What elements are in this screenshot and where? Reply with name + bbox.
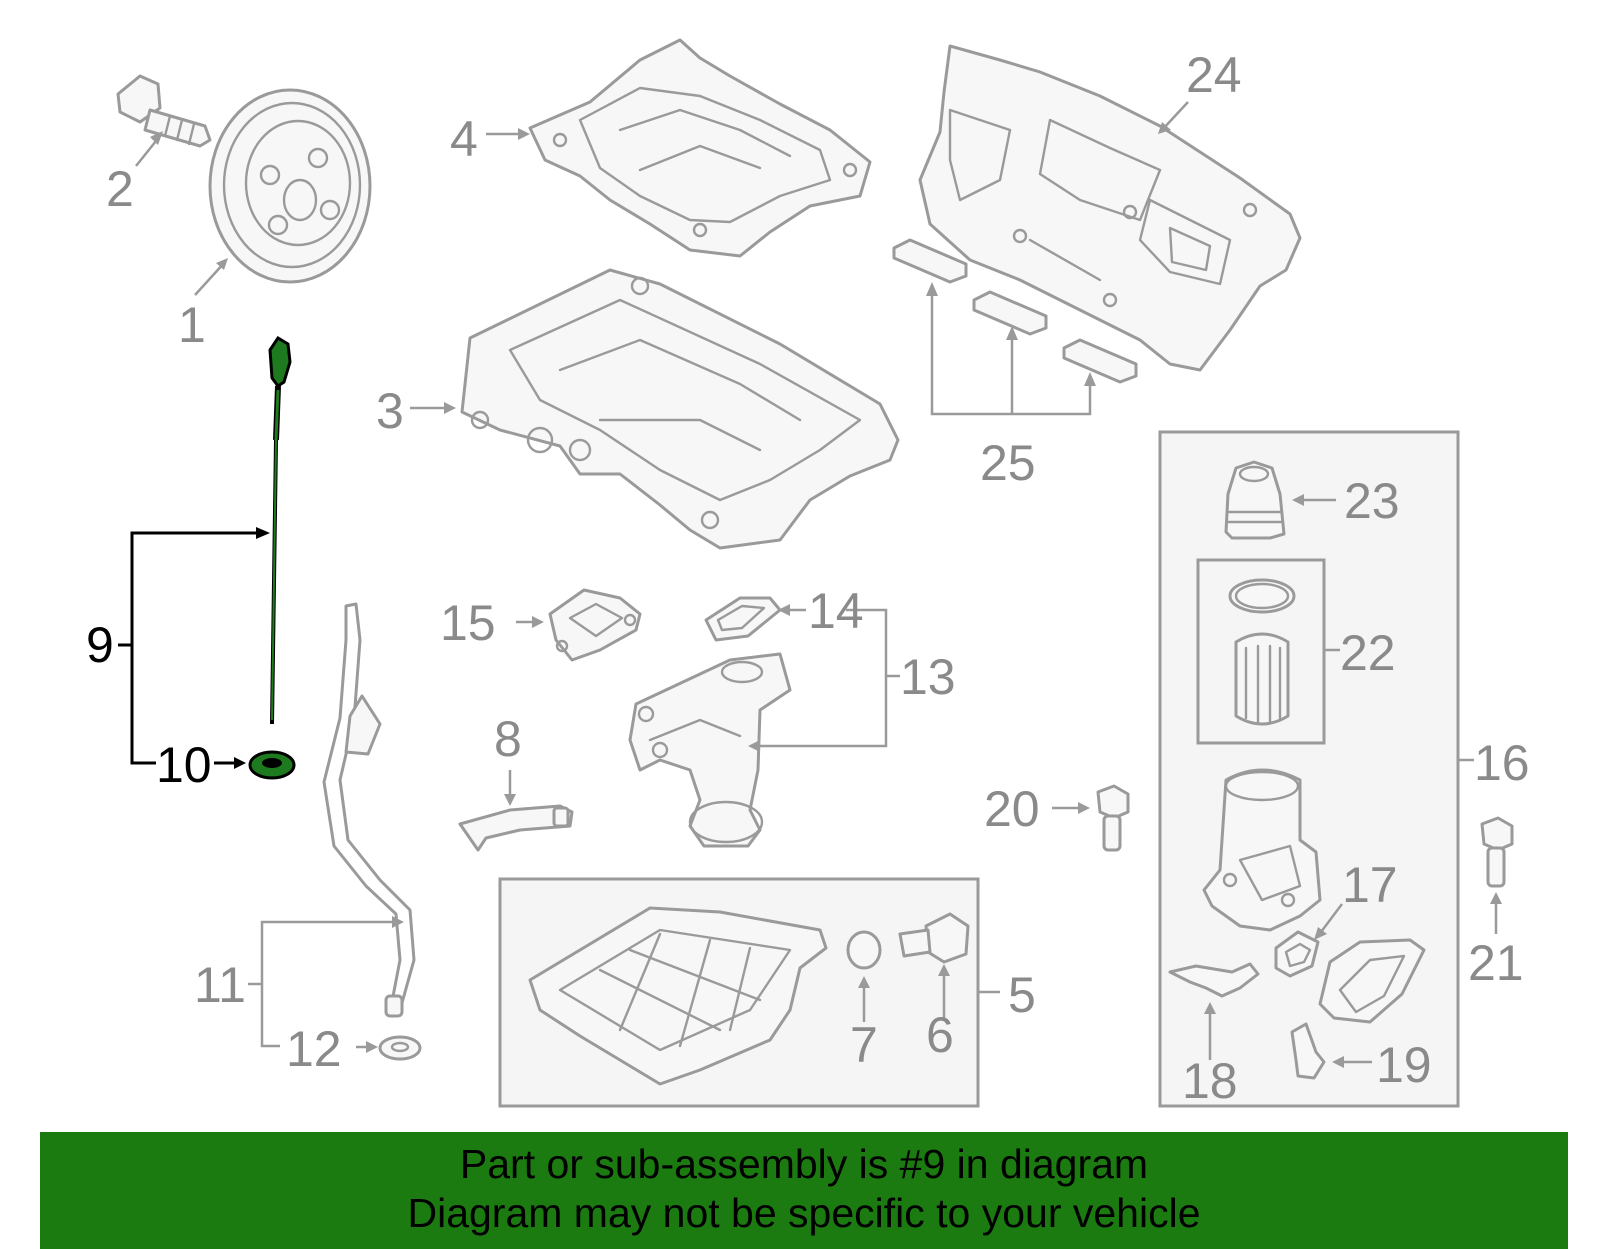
banner-line-disclaimer: Diagram may not be specific to your vehi… xyxy=(407,1190,1201,1236)
part-10-seal[interactable] xyxy=(248,750,296,780)
callout-6: 6 xyxy=(926,1007,954,1063)
callout-16: 16 xyxy=(1474,735,1530,791)
part-screen-cover xyxy=(1318,938,1426,1024)
callout-8: 8 xyxy=(494,711,522,767)
part-6-drain-plug[interactable] xyxy=(898,912,970,964)
callout-18: 18 xyxy=(1182,1053,1238,1109)
callout-17: 17 xyxy=(1342,857,1398,913)
callout-7: 7 xyxy=(850,1017,878,1073)
callout-15: 15 xyxy=(440,595,496,651)
group-box-16 xyxy=(1158,430,1460,1108)
callout-12: 12 xyxy=(286,1021,342,1077)
callout-3: 3 xyxy=(376,383,404,439)
callout-2: 2 xyxy=(106,161,134,217)
callout-21: 21 xyxy=(1468,935,1524,991)
part-2-bolt[interactable] xyxy=(116,74,212,148)
part-9-dipstick[interactable] xyxy=(268,335,292,725)
callout-11: 11 xyxy=(194,957,246,1013)
callout-5: 5 xyxy=(1008,967,1036,1023)
part-15-cover[interactable] xyxy=(548,588,642,662)
banner-line-part: Part or sub-assembly is #9 in diagram xyxy=(459,1141,1149,1187)
part-24-cover[interactable] xyxy=(918,44,1302,372)
callout-20: 20 xyxy=(984,781,1040,837)
part-19-bolt[interactable] xyxy=(1290,1022,1326,1080)
callout-10: 10 xyxy=(156,737,212,793)
callout-4: 4 xyxy=(450,111,478,167)
part-7-o-ring[interactable] xyxy=(846,930,882,970)
part-20-bolt[interactable] xyxy=(1096,784,1130,852)
callout-13: 13 xyxy=(900,649,956,705)
part-3-oil-pan[interactable] xyxy=(460,268,900,550)
part-17-gasket[interactable] xyxy=(1274,930,1320,978)
info-banner: Part or sub-assembly is #9 in diagram Di… xyxy=(40,1132,1568,1249)
part-14-gasket[interactable] xyxy=(704,596,782,642)
callout-24: 24 xyxy=(1186,47,1242,103)
part-11-dipstick-tube[interactable] xyxy=(322,602,416,1018)
part-5-lower-oil-pan[interactable] xyxy=(528,906,828,1086)
part-21-bolt[interactable] xyxy=(1480,816,1514,888)
callout-19: 19 xyxy=(1376,1037,1432,1093)
callout-9: 9 xyxy=(86,617,114,673)
part-13-oil-pump[interactable] xyxy=(628,652,792,848)
part-12-washer[interactable] xyxy=(378,1035,422,1061)
part-23-filter-cap[interactable] xyxy=(1224,460,1286,540)
callout-1: 1 xyxy=(178,297,206,353)
part-18-bracket[interactable] xyxy=(1168,962,1260,998)
part-1-pulley[interactable] xyxy=(208,88,372,284)
callout-25: 25 xyxy=(980,435,1036,491)
callout-14: 14 xyxy=(808,583,864,639)
callout-23: 23 xyxy=(1344,473,1400,529)
callout-22: 22 xyxy=(1340,625,1396,681)
part-16-filter-housing[interactable] xyxy=(1202,768,1322,932)
part-4-bedplate[interactable] xyxy=(528,38,872,258)
part-25-gaskets[interactable] xyxy=(892,238,1138,384)
part-22-filter-element[interactable] xyxy=(1228,578,1296,726)
part-8-baffle[interactable] xyxy=(458,804,574,852)
